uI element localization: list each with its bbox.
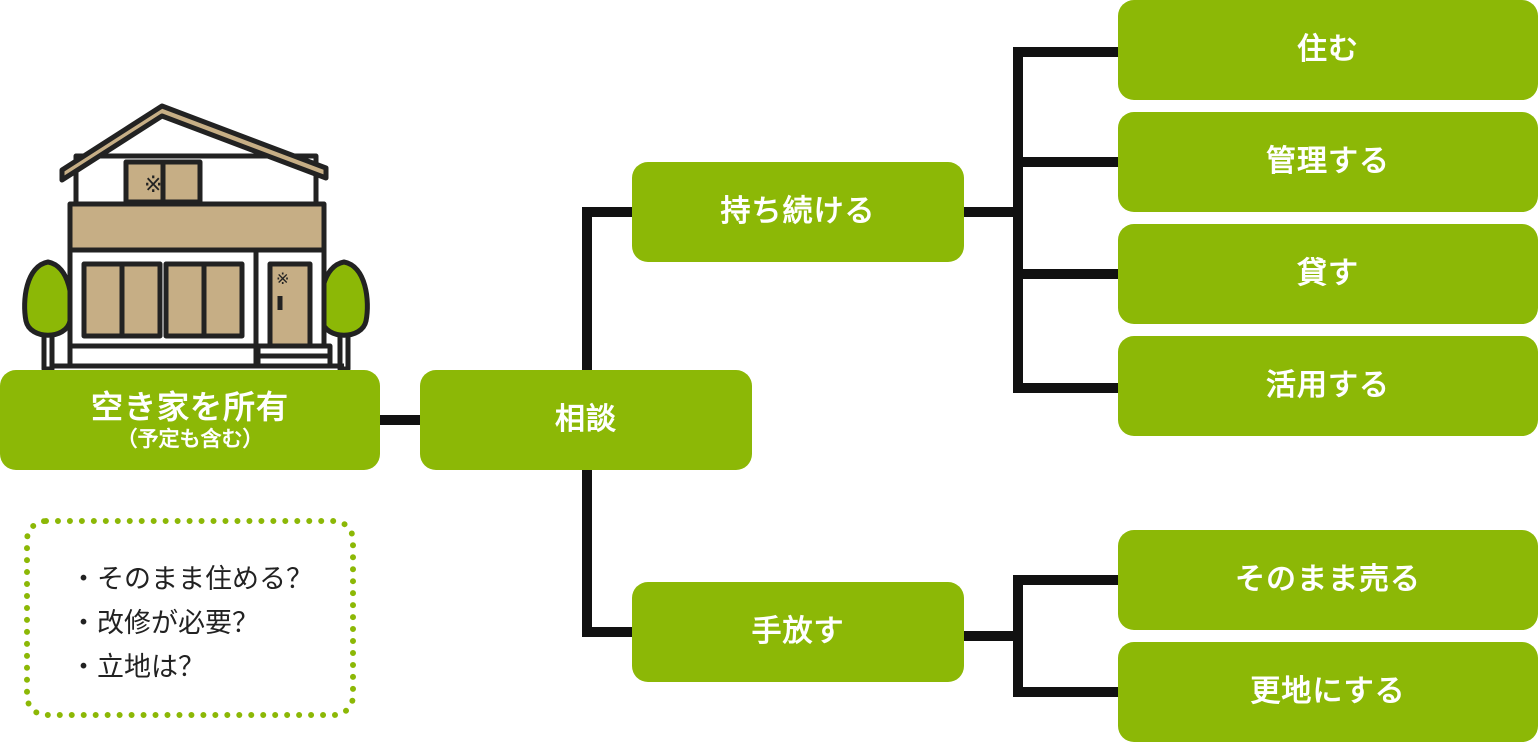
node-keep: 持ち続ける bbox=[632, 162, 964, 262]
node-own-vacant-house: 空き家を所有 （予定も含む） bbox=[0, 370, 380, 470]
checklist-item: 改修が必要？ bbox=[70, 602, 350, 646]
node-consult: 相談 bbox=[420, 370, 752, 470]
checklist: そのまま住める？ 改修が必要？ 立地は？ bbox=[70, 558, 350, 690]
tree-icon bbox=[318, 259, 370, 372]
node-keep-label: 持ち続ける bbox=[720, 193, 876, 229]
house-illustration: ※ ※ bbox=[22, 103, 370, 372]
node-sell-as-is-label: そのまま売る bbox=[1235, 561, 1421, 597]
connector-consult-release bbox=[582, 470, 632, 637]
node-manage-label: 管理する bbox=[1266, 143, 1390, 179]
house-icon: ※ ※ bbox=[54, 103, 344, 369]
node-consult-label: 相談 bbox=[555, 401, 617, 437]
node-rent-label: 貸す bbox=[1297, 255, 1359, 291]
node-rent: 貸す bbox=[1118, 224, 1538, 324]
node-live: 住む bbox=[1118, 0, 1538, 100]
node-live-label: 住む bbox=[1297, 31, 1359, 67]
node-use-label: 活用する bbox=[1266, 367, 1390, 403]
svg-text:※: ※ bbox=[276, 269, 289, 288]
node-manage: 管理する bbox=[1118, 112, 1538, 212]
node-own-vacant-house-sublabel: （予定も含む） bbox=[116, 427, 264, 452]
node-release-label: 手放す bbox=[751, 613, 845, 649]
connector-release-bracket bbox=[1013, 575, 1118, 697]
tree-icon bbox=[22, 259, 74, 372]
checklist-item: そのまま住める？ bbox=[70, 558, 350, 602]
node-vacant-lot: 更地にする bbox=[1118, 642, 1538, 742]
node-own-vacant-house-label: 空き家を所有 bbox=[90, 387, 289, 426]
connector-keep-bracket bbox=[1013, 47, 1118, 393]
checklist-item: 立地は？ bbox=[70, 646, 350, 690]
node-vacant-lot-label: 更地にする bbox=[1250, 673, 1406, 709]
node-use: 活用する bbox=[1118, 336, 1538, 436]
svg-text:※: ※ bbox=[144, 173, 162, 198]
node-release: 手放す bbox=[632, 582, 964, 682]
checklist-note: そのまま住める？ 改修が必要？ 立地は？ bbox=[24, 518, 356, 718]
node-sell-as-is: そのまま売る bbox=[1118, 530, 1538, 630]
connector-consult-keep bbox=[582, 207, 632, 370]
